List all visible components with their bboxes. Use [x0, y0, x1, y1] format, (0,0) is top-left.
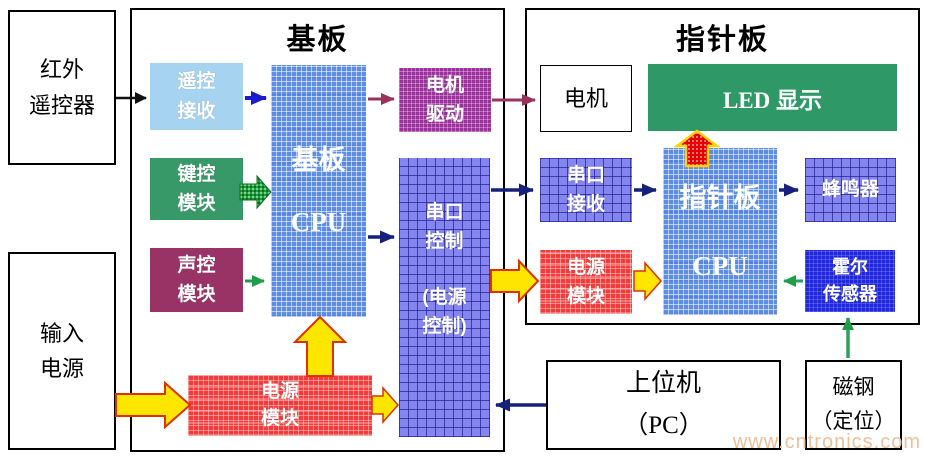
base-cpu-box: 基板 CPU: [271, 65, 366, 317]
base-cpu-label-top: 基板: [291, 145, 346, 175]
power-module-base-box: 电源 模块: [188, 375, 372, 436]
pointer-board-container: [525, 8, 920, 325]
motor-drive-label: 电机 驱动: [425, 74, 464, 125]
power-module-pointer-box: 电源 模块: [540, 250, 632, 314]
serial-control-label-top: 串口 控制: [425, 202, 464, 253]
led-display-box: LED 显示: [648, 64, 897, 131]
buzzer-label: 蜂鸣器: [821, 179, 879, 201]
host-pc-box: 上位机 （PC）: [546, 360, 781, 450]
input-power-label: 输入 电源: [39, 320, 84, 381]
buzzer-box: 蜂鸣器: [805, 158, 896, 222]
pointer-cpu-label-bottom: CPU: [692, 250, 748, 281]
host-pc-label: 上位机 （PC）: [623, 369, 704, 440]
led-display-label: LED 显示: [722, 87, 823, 113]
pointer-cpu-label-top: 指针板: [679, 182, 761, 213]
serial-control-label-bottom: (电源 控制): [422, 286, 467, 338]
magnet-label: 磁钢 （定位）: [811, 375, 896, 433]
power-module-base-label: 电源 模块: [260, 380, 299, 429]
base-board-title: 基板: [286, 24, 349, 56]
motor-label: 电机: [563, 85, 608, 111]
motor-drive-box: 电机 驱动: [399, 68, 491, 132]
ir-remote-label: 红外 遥控器: [28, 57, 95, 118]
serial-rx-label: 串口 接收: [566, 164, 605, 215]
hall-sensor-box: 霍尔 传感器: [805, 250, 895, 312]
pointer-cpu-box: 指针板 CPU: [663, 148, 777, 315]
base-cpu-label-bottom: CPU: [290, 207, 347, 237]
key-module-label: 键控 模块: [177, 163, 216, 214]
ir-remote-box: 红外 遥控器: [8, 10, 116, 165]
key-module-box: 键控 模块: [150, 158, 243, 220]
hall-sensor-label: 霍尔 传感器: [823, 257, 877, 304]
serial-control-box: 串口 控制 (电源 控制): [399, 158, 490, 437]
voice-module-box: 声控 模块: [150, 248, 243, 312]
base-board-container: [130, 8, 505, 452]
serial-rx-box: 串口 接收: [540, 158, 632, 222]
pointer-board-title: 指针板: [675, 24, 769, 56]
power-module-pointer-label: 电源 模块: [566, 256, 605, 307]
voice-module-label: 声控 模块: [177, 254, 216, 305]
magnet-box: 磁钢 （定位）: [805, 360, 902, 450]
watermark: www.cntronics.com: [732, 431, 921, 453]
remote-rx-label: 遥控 接收: [177, 71, 216, 122]
motor-box: 电机: [540, 65, 632, 132]
remote-rx-box: 遥控 接收: [150, 63, 243, 130]
input-power-box: 输入 电源: [8, 252, 116, 450]
